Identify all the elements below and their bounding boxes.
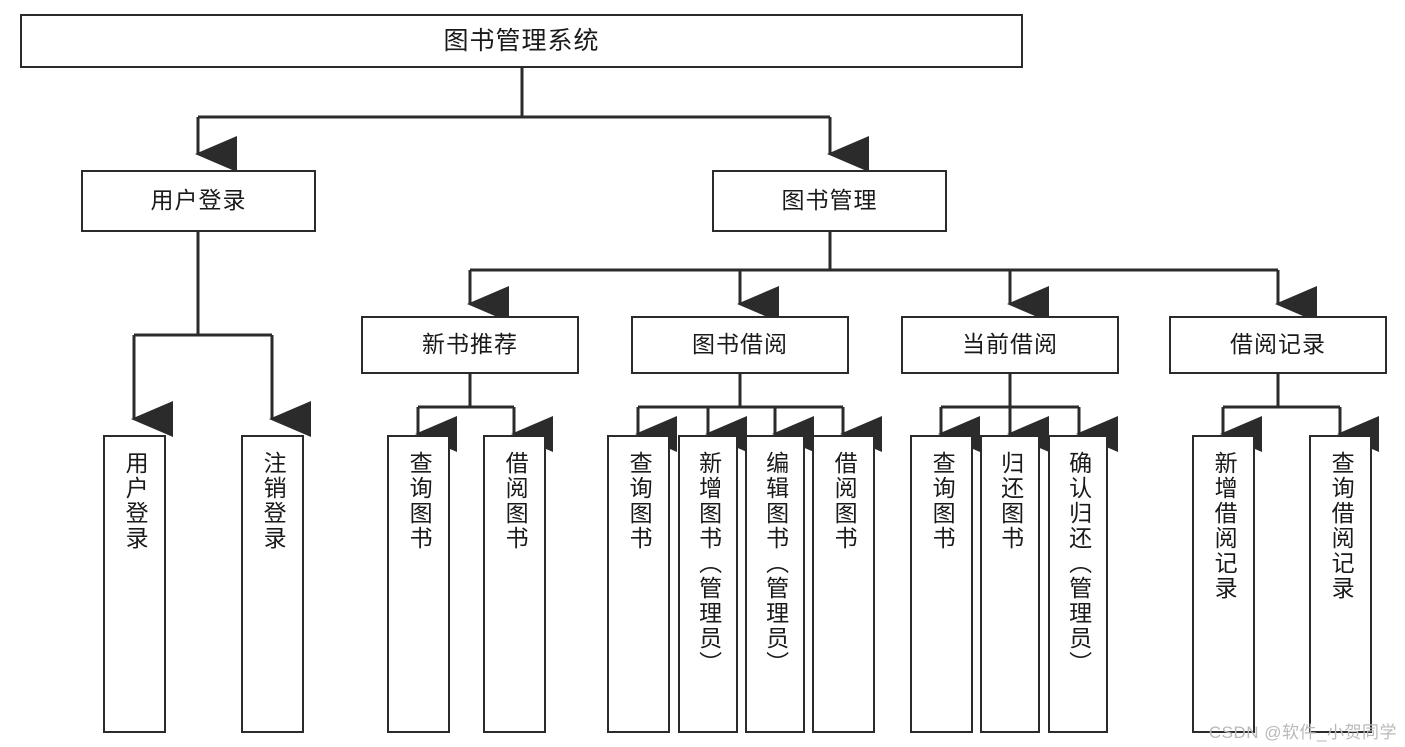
leaf-logout[interactable]: 注销登录 — [241, 435, 304, 733]
node-book-borrow[interactable]: 图书借阅 — [631, 316, 849, 374]
leaf-label: 查询借阅记录 — [1328, 451, 1355, 601]
leaf-user-login[interactable]: 用户登录 — [103, 435, 166, 733]
leaf-label: 新增借阅记录 — [1211, 451, 1238, 601]
node-new-book-recommend[interactable]: 新书推荐 — [361, 316, 579, 374]
node-current-borrow[interactable]: 当前借阅 — [901, 316, 1119, 374]
leaf-label: 注销登录 — [260, 451, 287, 551]
leaf-query-record[interactable]: 查询借阅记录 — [1309, 435, 1372, 733]
node-label: 当前借阅 — [962, 331, 1058, 358]
leaf-add-book[interactable]: 新增图书（管理员） — [678, 435, 738, 733]
csdn-watermark: CSDN @软件_小贺同学 — [1208, 723, 1397, 742]
leaf-label: 查询图书 — [626, 451, 653, 551]
node-label: 借阅记录 — [1230, 331, 1326, 358]
leaf-query-book-1[interactable]: 查询图书 — [387, 435, 450, 733]
leaf-label: 查询图书 — [929, 451, 956, 551]
leaf-confirm-return[interactable]: 确认归还（管理员） — [1048, 435, 1108, 733]
node-label: 用户登录 — [150, 187, 247, 214]
node-borrow-record[interactable]: 借阅记录 — [1169, 316, 1387, 374]
node-label: 新书推荐 — [422, 331, 518, 358]
leaf-edit-book[interactable]: 编辑图书（管理员） — [745, 435, 805, 733]
leaf-label: 借阅图书 — [831, 451, 858, 551]
leaf-borrow-book-1[interactable]: 借阅图书 — [483, 435, 546, 733]
leaf-label: 用户登录 — [122, 451, 149, 551]
node-label: 图书管理 — [781, 187, 878, 214]
node-label: 图书管理系统 — [443, 27, 600, 55]
leaf-query-book-2[interactable]: 查询图书 — [607, 435, 670, 733]
node-book-management[interactable]: 图书管理 — [712, 170, 947, 232]
node-root-book-management-system[interactable]: 图书管理系统 — [20, 14, 1023, 68]
leaf-return-book[interactable]: 归还图书 — [980, 435, 1040, 733]
leaf-borrow-book-2[interactable]: 借阅图书 — [812, 435, 875, 733]
leaf-label: 确认归还（管理员） — [1065, 451, 1092, 676]
leaf-label: 借阅图书 — [502, 451, 529, 551]
leaf-label: 编辑图书（管理员） — [762, 451, 789, 676]
leaf-label: 归还图书 — [997, 451, 1024, 551]
node-label: 图书借阅 — [692, 331, 788, 358]
leaf-query-book-3[interactable]: 查询图书 — [910, 435, 973, 733]
leaf-add-record[interactable]: 新增借阅记录 — [1192, 435, 1255, 733]
leaf-label: 查询图书 — [406, 451, 433, 551]
node-user-login[interactable]: 用户登录 — [81, 170, 316, 232]
leaf-label: 新增图书（管理员） — [695, 451, 722, 676]
